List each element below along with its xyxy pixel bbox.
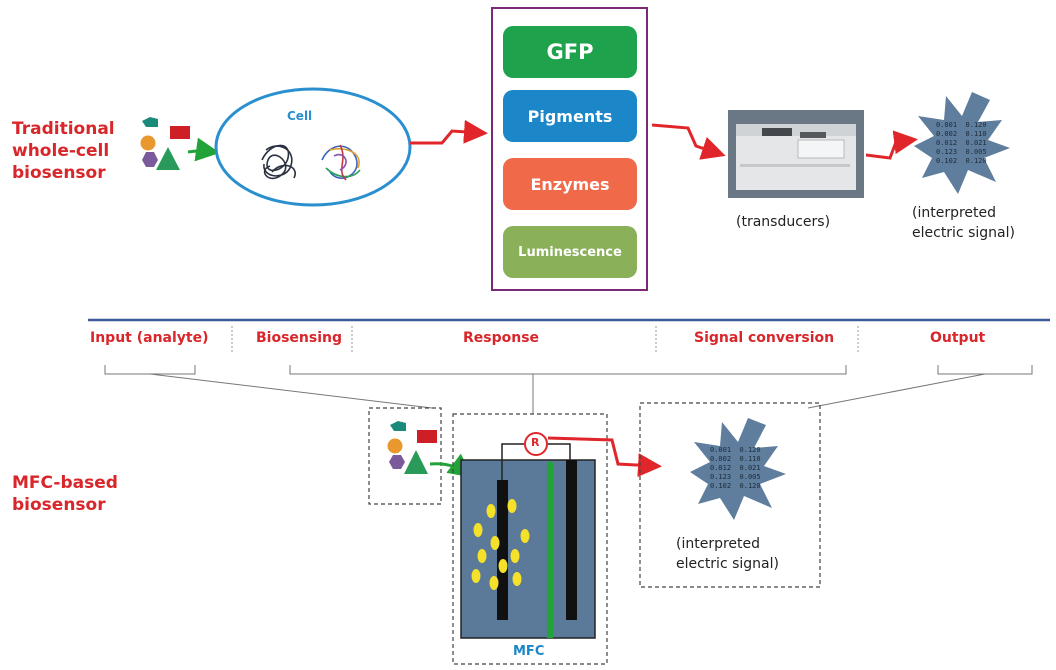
output-signal-star-top: [914, 92, 1010, 194]
traditional-title-line-3: biosensor: [12, 163, 106, 183]
output-signal-star-bottom: [690, 418, 786, 520]
signal-readout-top: 0.001 0.120 0.002 0.110 0.012 0.021 0.12…: [936, 121, 987, 165]
stage-signal-conversion: Signal conversion: [694, 330, 835, 346]
stage-separators: [231, 326, 859, 352]
cathode-electrode: [566, 460, 577, 620]
signal-readout-bottom: 0.001 0.120 0.002 0.110 0.012 0.021 0.12…: [710, 446, 761, 490]
stage-response: Response: [463, 330, 540, 346]
mfc-to-output-arrow: [547, 436, 662, 478]
traditional-title: Traditional whole-cell biosensor: [12, 118, 115, 184]
output-caption-bottom-line-1: (interpreted: [676, 536, 761, 552]
transducer-caption: (transducers): [736, 214, 831, 230]
resistor-circle: [524, 432, 548, 456]
transducer-instrument-icon: [728, 110, 864, 198]
cell-ellipse: [214, 87, 412, 207]
mfc-title: MFC-based biosensor: [12, 472, 118, 516]
output-caption-top-line-2: electric signal): [912, 225, 1015, 241]
mfc-label: MFC: [513, 644, 545, 659]
stage-brackets: [104, 365, 1033, 414]
cell-label: Cell: [287, 109, 313, 123]
resistor-label: R: [531, 436, 540, 449]
cell-to-response-arrow: [410, 119, 488, 145]
response-enzymes: Enzymes: [503, 158, 637, 210]
analyte-to-cell-arrow: [187, 137, 220, 162]
response-gfp: GFP: [503, 26, 637, 78]
traditional-title-line-1: Traditional: [12, 119, 115, 139]
input-analyte-box: [368, 407, 442, 505]
circuit-wire-left: [501, 443, 524, 482]
mfc-outer-box: [452, 413, 608, 665]
traditional-title-line-2: whole-cell: [12, 141, 110, 161]
anode-electrode: [497, 480, 508, 620]
bacteria-cells: [471, 499, 530, 590]
output-caption-top-line-1: (interpreted: [912, 205, 997, 221]
transducer-to-output-arrow: [865, 130, 918, 160]
dna-tangle-icon: [261, 144, 296, 180]
stage-output: Output: [930, 330, 986, 346]
response-pigments: Pigments: [503, 90, 637, 142]
response-luminescence: Luminescence: [503, 226, 637, 278]
output-caption-top: (interpreted electric signal): [912, 203, 1015, 243]
response-to-transducer-arrow: [651, 123, 726, 160]
analyte-shapes-icon-mfc: [387, 421, 437, 474]
stage-biosensing: Biosensing: [256, 330, 343, 346]
output-caption-bottom: (interpreted electric signal): [676, 534, 779, 574]
circuit-wire-right: [548, 443, 571, 462]
analyte-shapes-icon: [140, 117, 190, 170]
mfc-title-line-2: biosensor: [12, 495, 106, 515]
protein-structure-icon: [321, 144, 361, 181]
mfc-title-line-1: MFC-based: [12, 473, 118, 493]
stage-input: Input (analyte): [90, 330, 209, 346]
membrane: [547, 462, 553, 638]
output-caption-bottom-line-2: electric signal): [676, 556, 779, 572]
